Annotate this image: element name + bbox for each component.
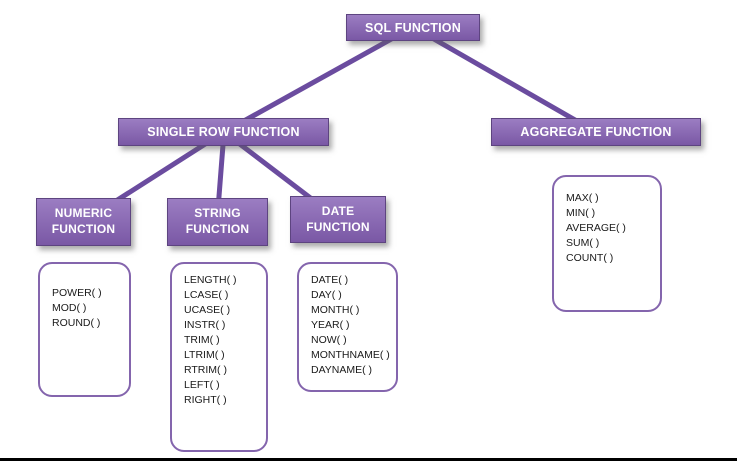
function-item: MONTH( ) [311, 304, 360, 316]
function-item: MIN( ) [566, 207, 596, 219]
string-function-list: LENGTH( ) LCASE( ) UCASE( ) INSTR( ) TRIM( )… [170, 262, 268, 452]
function-item: MAX( ) [566, 192, 599, 204]
function-item: AVERAGE( ) [566, 222, 626, 234]
node-numeric-function-label: NUMERIC FUNCTION [51, 206, 116, 236]
node-aggregate-function: AGGREGATE FUNCTION [491, 118, 701, 146]
node-numeric-function: NUMERIC FUNCTION [36, 198, 131, 246]
function-item: LENGTH( ) [184, 274, 237, 286]
function-item: INSTR( ) [184, 319, 226, 331]
connector-root-to-single-row [221, 24, 416, 135]
node-date-function: DATE FUNCTION [290, 196, 386, 243]
function-item: YEAR( ) [311, 319, 350, 331]
function-item: POWER( ) [52, 287, 102, 299]
function-item: LEFT( ) [184, 379, 220, 391]
date-function-list: DATE( ) DAY( ) MONTH( ) YEAR( ) NOW( ) MONTHN… [297, 262, 398, 392]
function-item: RTRIM( ) [184, 364, 227, 376]
function-item: MOD( ) [52, 302, 87, 314]
connector-root-to-aggregate [410, 24, 599, 135]
function-item: TRIM( ) [184, 334, 220, 346]
node-string-function: STRING FUNCTION [167, 198, 268, 246]
node-string-function-label: STRING FUNCTION [185, 206, 250, 236]
numeric-function-list: POWER( ) MOD( ) ROUND( ) [38, 262, 131, 397]
function-item: LTRIM( ) [184, 349, 225, 361]
function-item: UCASE( ) [184, 304, 231, 316]
node-date-function-label: DATE FUNCTION [306, 203, 370, 234]
node-sql-function: SQL FUNCTION [346, 14, 480, 41]
function-item: RIGHT( ) [184, 394, 227, 406]
function-item: DAYNAME( ) [311, 364, 373, 376]
function-item: ROUND( ) [52, 317, 101, 329]
function-item: SUM( ) [566, 237, 600, 249]
node-sql-function-label: SQL FUNCTION [365, 20, 461, 35]
node-aggregate-function-label: AGGREGATE FUNCTION [520, 125, 672, 139]
function-item: LCASE( ) [184, 289, 229, 301]
function-item: MONTHNAME( ) [311, 349, 390, 361]
node-single-row-function-label: SINGLE ROW FUNCTION [147, 125, 300, 139]
function-item: NOW( ) [311, 334, 347, 346]
bottom-rule [0, 458, 737, 461]
function-item: DAY( ) [311, 289, 342, 301]
node-single-row-function: SINGLE ROW FUNCTION [118, 118, 329, 146]
function-item: DATE( ) [311, 274, 349, 286]
function-item: COUNT( ) [566, 252, 614, 264]
aggregate-function-list: MAX( ) MIN( ) AVERAGE( ) SUM( ) COUNT( ) [552, 175, 662, 312]
